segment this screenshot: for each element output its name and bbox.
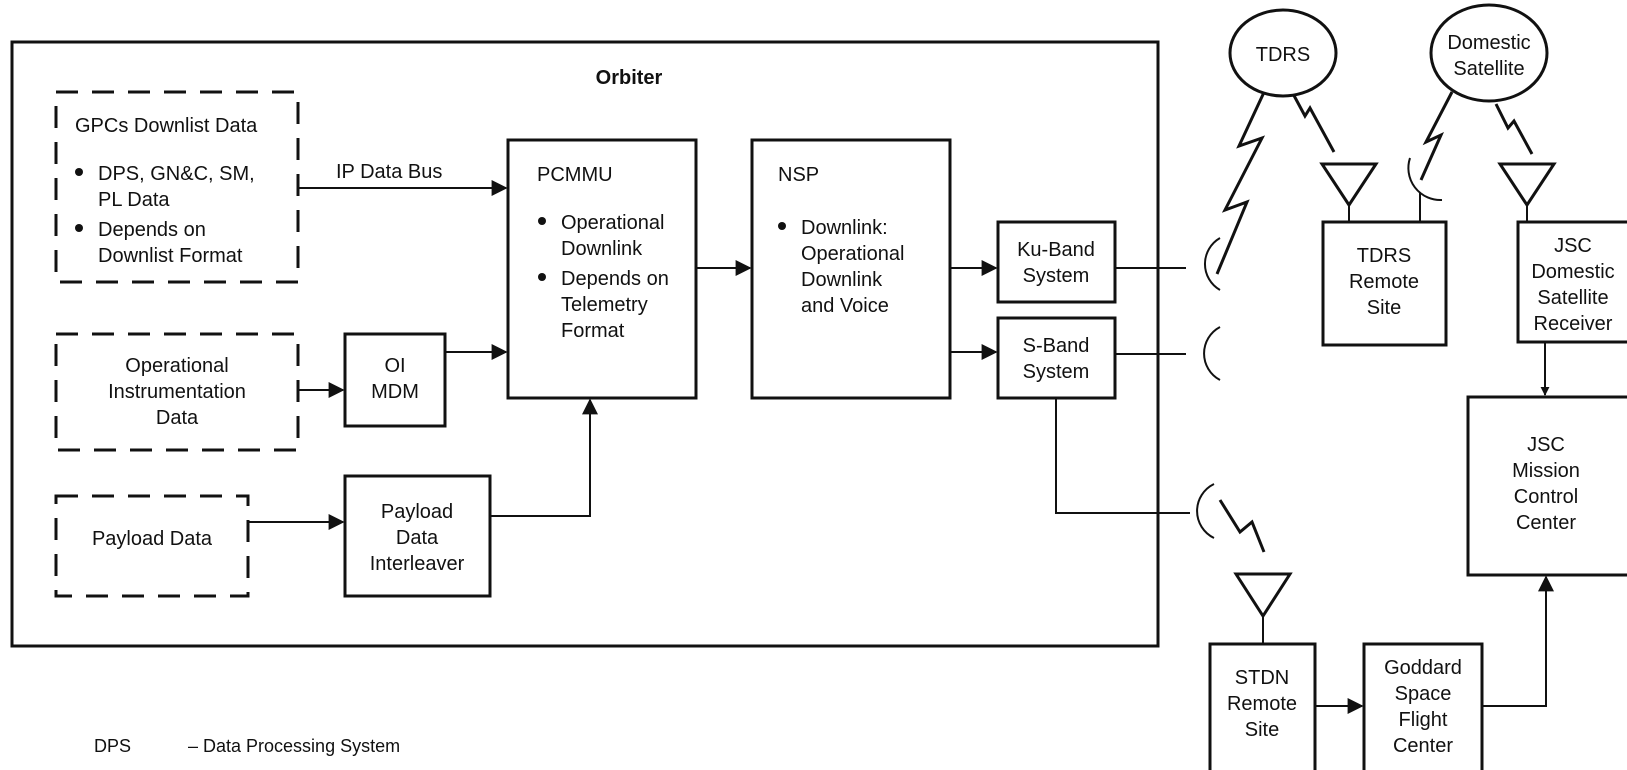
jsc-receiver-line-2: Domestic bbox=[1531, 261, 1614, 283]
nsp-title: NSP bbox=[778, 164, 819, 186]
bullet-dot bbox=[75, 224, 83, 232]
s-band-dish-icon bbox=[1203, 326, 1221, 381]
op-instr-line-1: Operational bbox=[125, 355, 228, 377]
goddard-space-flight-center-box: Goddard Space Flight Center bbox=[1362, 642, 1484, 770]
ku-band-line-2: System bbox=[1023, 265, 1090, 287]
nsp-bullet-line-1: Downlink: bbox=[801, 217, 888, 239]
domestic-satellite: Domestic Satellite bbox=[1429, 3, 1549, 103]
nsp-bullet-line-3: Downlink bbox=[801, 269, 883, 291]
tdrs-to-remote-link-icon bbox=[1289, 89, 1336, 153]
pcmmu-bullet-2-line-1: Depends on bbox=[561, 268, 669, 290]
legend-abbr-dps: DPS bbox=[94, 736, 131, 756]
bullet-dot bbox=[538, 217, 546, 225]
nsp-box: NSP Downlink: Operational Downlink and V… bbox=[750, 138, 952, 400]
s-band-system-box: S-Band System bbox=[996, 316, 1117, 400]
jsc-receiver-antenna-icon bbox=[1497, 162, 1557, 208]
pcmmu-bullet-2-line-2: Telemetry bbox=[561, 294, 648, 316]
stdn-line-1: STDN bbox=[1235, 667, 1289, 689]
pcmmu-bullet-1-line-1: Operational bbox=[561, 212, 664, 234]
domsat-to-jsc-link-icon bbox=[1494, 103, 1534, 155]
ku-to-tdrs-link-icon bbox=[1215, 87, 1268, 275]
pdi-line-1: Payload bbox=[381, 501, 453, 523]
nsp-bullet-line-2: Operational bbox=[801, 243, 904, 265]
s-band-to-stdn-line bbox=[1055, 398, 1190, 514]
gpcs-bullet-1-line-2: PL Data bbox=[98, 189, 170, 211]
jsc-domestic-satellite-receiver-box: JSC Domestic Satellite Receiver bbox=[1516, 220, 1627, 344]
s-band-to-stdn-link-icon bbox=[1218, 499, 1266, 553]
gpcs-bullet-2-line-2: Downlist Format bbox=[98, 245, 243, 267]
oi-mdm-line-2: MDM bbox=[371, 381, 419, 403]
jsc-receiver-line-4: Receiver bbox=[1534, 313, 1613, 335]
bullet-dot bbox=[538, 273, 546, 281]
oi-mdm-line-1: OI bbox=[384, 355, 405, 377]
stdn-line-2: Remote bbox=[1227, 693, 1297, 715]
pdi-line-2: Data bbox=[396, 527, 439, 549]
tdrs-site-line-1: TDRS bbox=[1357, 245, 1411, 267]
gpcs-title: GPCs Downlist Data bbox=[75, 115, 258, 137]
tdrs-satellite: TDRS bbox=[1228, 8, 1338, 98]
gsfc-line-1: Goddard bbox=[1384, 657, 1462, 679]
gsfc-line-3: Flight bbox=[1399, 709, 1448, 731]
nsp-bullet-line-4: and Voice bbox=[801, 295, 889, 317]
pdi-to-pcmmu-arrow bbox=[490, 398, 598, 517]
gsfc-to-mcc-arrow bbox=[1482, 575, 1554, 707]
tdrs-label: TDRS bbox=[1256, 44, 1310, 66]
op-instr-line-3: Data bbox=[156, 407, 199, 429]
gpcs-bullet-2-line-1: Depends on bbox=[98, 219, 206, 241]
pdi-line-3: Interleaver bbox=[370, 553, 465, 575]
ku-band-line-1: Ku-Band bbox=[1017, 239, 1095, 261]
pcmmu-box: PCMMU Operational Downlink Depends on Te… bbox=[506, 138, 698, 400]
oi-mdm-box: OI MDM bbox=[343, 332, 447, 428]
jsc-mcc-line-2: Mission bbox=[1512, 460, 1580, 482]
ku-dish-icon bbox=[1203, 237, 1221, 291]
jsc-mcc-line-4: Center bbox=[1516, 512, 1576, 534]
ip-data-bus-label: IP Data Bus bbox=[336, 161, 442, 183]
legend-def-dps: – Data Processing System bbox=[188, 736, 400, 756]
jsc-receiver-line-3: Satellite bbox=[1537, 287, 1608, 309]
tdrs-site-antenna-icon bbox=[1319, 162, 1379, 208]
tdrs-site-line-3: Site bbox=[1367, 297, 1401, 319]
domsat-line-1: Domestic bbox=[1447, 32, 1530, 54]
gpcs-downlist-data-box: GPCs Downlist Data DPS, GN&C, SM, PL Dat… bbox=[54, 90, 300, 284]
ku-band-system-box: Ku-Band System bbox=[996, 220, 1117, 304]
orbiter-frame bbox=[10, 40, 1160, 648]
bullet-dot bbox=[75, 168, 83, 176]
remote-to-domsat-link-icon bbox=[1419, 91, 1454, 181]
payload-data-label: Payload Data bbox=[92, 528, 213, 550]
domsat-line-2: Satellite bbox=[1453, 58, 1524, 80]
tdrs-site-uplink-dish-icon bbox=[1407, 157, 1443, 202]
stdn-antenna-icon bbox=[1233, 572, 1293, 619]
bullet-dot bbox=[778, 222, 786, 230]
pcmmu-title: PCMMU bbox=[537, 164, 613, 186]
stdn-remote-site-box: STDN Remote Site bbox=[1208, 642, 1317, 770]
stdn-link-dish-icon bbox=[1196, 483, 1215, 539]
gsfc-line-4: Center bbox=[1393, 735, 1453, 757]
s-band-line-2: System bbox=[1023, 361, 1090, 383]
operational-instrumentation-data-box: Operational Instrumentation Data bbox=[54, 332, 300, 452]
orbiter-title: Orbiter bbox=[596, 67, 663, 89]
tdrs-site-line-2: Remote bbox=[1349, 271, 1419, 293]
op-instr-line-2: Instrumentation bbox=[108, 381, 246, 403]
gsfc-line-2: Space bbox=[1395, 683, 1452, 705]
jsc-mcc-line-3: Control bbox=[1514, 486, 1578, 508]
payload-data-box: Payload Data bbox=[54, 494, 250, 598]
s-band-line-1: S-Band bbox=[1023, 335, 1090, 357]
jsc-receiver-line-1: JSC bbox=[1554, 235, 1592, 257]
payload-data-interleaver-box: Payload Data Interleaver bbox=[343, 474, 492, 598]
jsc-mcc-line-1: JSC bbox=[1527, 434, 1565, 456]
pcmmu-bullet-1-line-2: Downlink bbox=[561, 238, 643, 260]
gpcs-bullet-1-line-1: DPS, GN&C, SM, bbox=[98, 163, 255, 185]
stdn-line-3: Site bbox=[1245, 719, 1279, 741]
tdrs-remote-site-box: TDRS Remote Site bbox=[1321, 220, 1448, 347]
pcmmu-bullet-2-line-3: Format bbox=[561, 320, 625, 342]
jsc-mission-control-center-box: JSC Mission Control Center bbox=[1466, 395, 1627, 577]
